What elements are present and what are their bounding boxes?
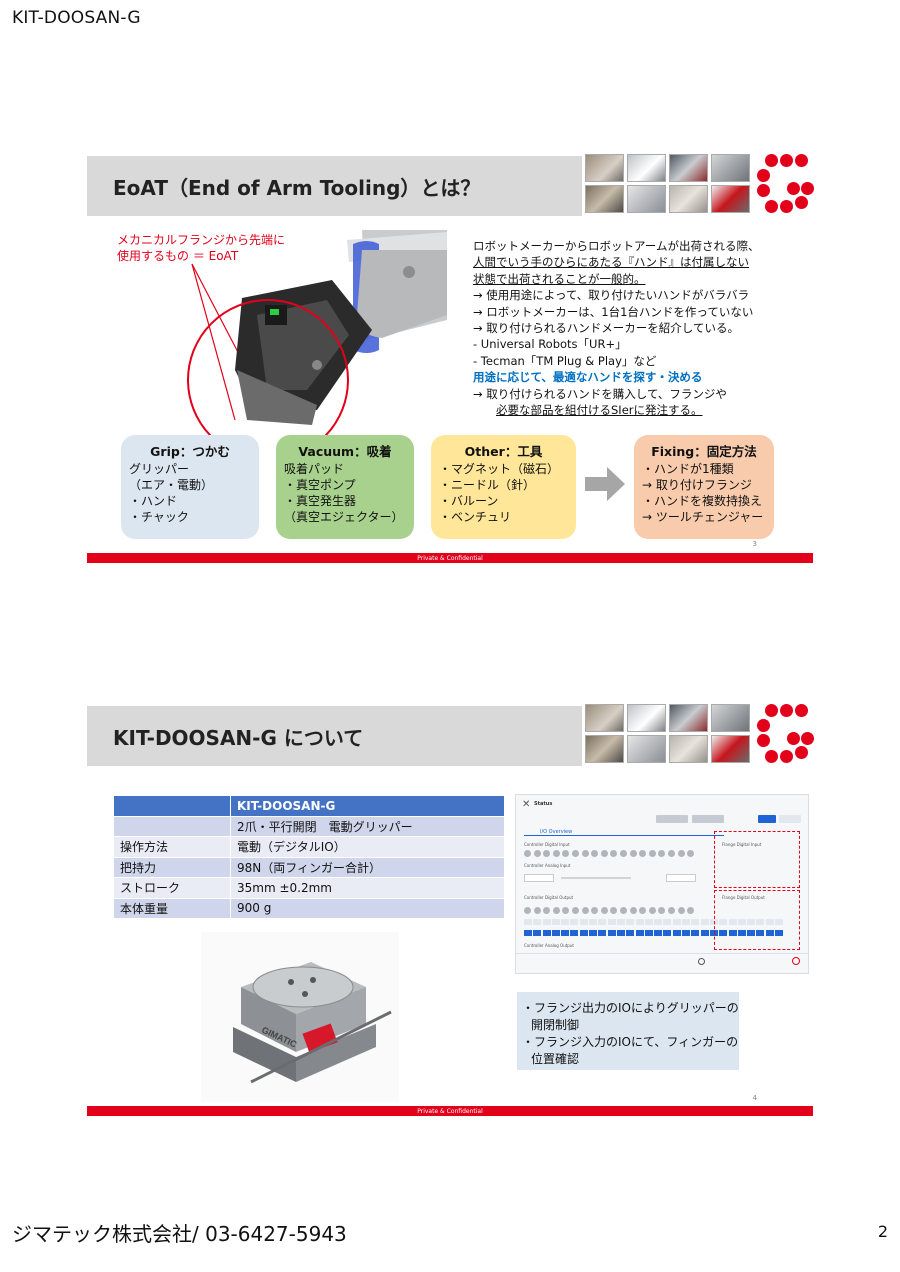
io-status-screen: ✕ Status I/O Overview Controller Digital… [515,794,809,974]
slide-title: KIT-DOOSAN-G について [113,726,364,750]
photo-collage [585,704,750,766]
close-icon[interactable]: ✕ [522,799,531,810]
title-bar: EoAT（End of Arm Tooling）とは？ [87,156,582,216]
spec-table: KIT-DOOSAN-G 2爪・平行開閉 電動グリッパー 操作方法 電動（デジタ… [113,795,505,919]
category-other: Other：工具 ・マグネット（磁石） ・ニードル（針） ・バルーン ・ベンチュ… [431,435,576,539]
slide-number: 4 [752,1094,757,1102]
power-icon[interactable] [792,957,800,965]
io-notes: ・フランジ出力のIOによりグリッパーの 開閉制御 ・フランジ入力のIOにて、フィ… [517,992,739,1070]
photo-collage [585,154,750,216]
document-header: KIT-DOOSAN-G [12,8,141,28]
robot-arm-image [187,230,447,435]
eoat-callout: メカニカルフランジから先端に 使用するもの ＝ EoAT [117,233,286,263]
footer-bar: Private & Confidential [87,1106,813,1116]
eoat-description: ロボットメーカーからロボットアームが出荷される際、 人間でいう手のひらにあたる『… [473,239,760,417]
title-bar: KIT-DOOSAN-G について [87,706,582,766]
slide-kit-doosan: KIT-DOOSAN-G について KIT-DOOSAN-G 2爪・平行開閉 電… [87,700,814,1118]
status-icon[interactable] [698,958,705,965]
gripper-image: GIMATIC [201,932,399,1102]
slide-title: EoAT（End of Arm Tooling）とは？ [113,176,481,200]
slide-number: 3 [752,540,757,548]
page-number: 2 [877,1222,888,1241]
category-grip: Grip：つかむ グリッパー （エア・電動） ・ハンド ・チャック [121,435,259,539]
company-logo [755,152,814,216]
table-row: 把持力 98N（両フィンガー合計） [113,856,505,878]
slide-eoat: EoAT（End of Arm Tooling）とは？ メカニカルフランジから先… [87,150,814,565]
footer-bar: Private & Confidential [87,553,813,563]
category-fixing: Fixing：固定方法 ・ハンドが1種類 → 取り付けフランジ ・ハンドを複数持… [634,435,774,539]
table-header-row: KIT-DOOSAN-G [113,795,505,817]
table-row: 操作方法 電動（デジタルIO） [113,836,505,858]
table-row: ストローク 35mm ±0.2mm [113,877,505,899]
document-footer: ジマテック株式会社/ 03-6427-5943 [12,1222,347,1246]
tab-io-overview[interactable]: I/O Overview [540,829,573,835]
table-row: 2爪・平行開閉 電動グリッパー [113,815,505,837]
company-logo [755,702,814,766]
arrow-right-icon [585,467,625,501]
category-vacuum: Vacuum：吸着 吸着パッド ・真空ポンプ ・真空発生器 （真空エジェクター） [276,435,414,539]
table-row: 本体重量 900 g [113,897,505,919]
